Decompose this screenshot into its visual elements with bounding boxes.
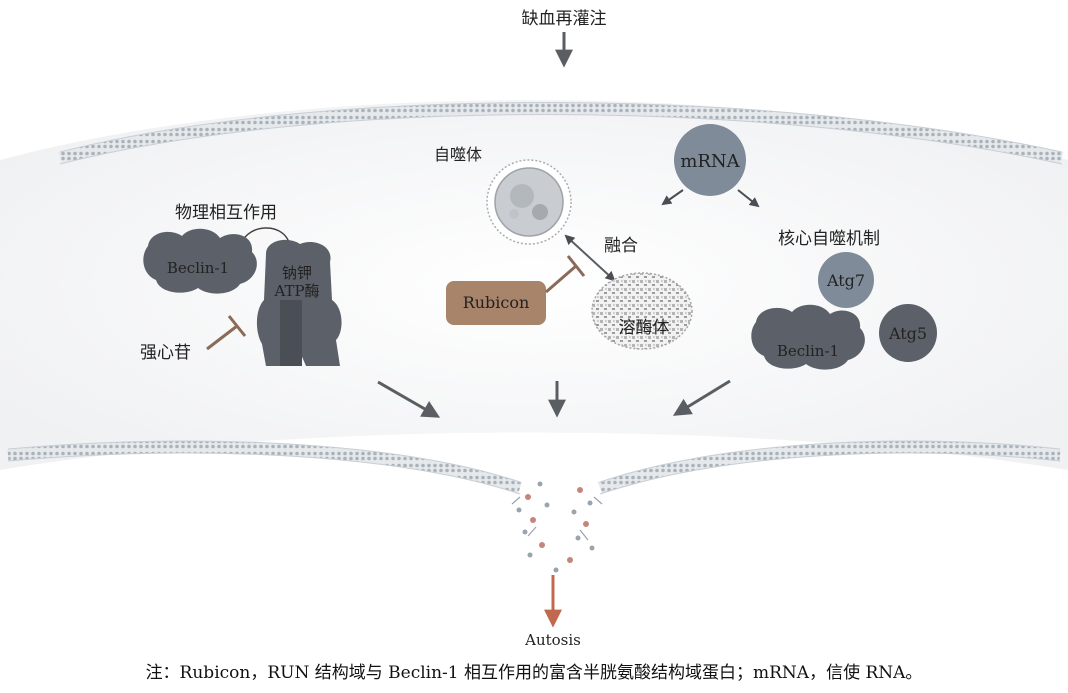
core-machinery-label: 核心自噬机制 (778, 229, 880, 249)
autophagosome (486, 159, 572, 245)
na-k-atpase-label-line2: ATP酶 (273, 282, 319, 300)
atg7-node: Atg7 (818, 252, 874, 308)
autophagosome-label: 自噬体 (434, 145, 482, 164)
glycoside-inhibition-bar (227, 315, 247, 337)
rubicon-label: Rubicon (463, 293, 530, 312)
membrane-pore (511, 481, 603, 573)
atg5-node: Atg5 (879, 304, 937, 362)
mrna-arrow-left (661, 189, 684, 206)
rubicon-inhibition-bar (566, 255, 586, 277)
mrna-label: mRNA (680, 151, 740, 172)
autosis-label: Autosis (524, 631, 581, 649)
lower-membrane-left (7, 441, 522, 494)
beclin1-left-protein: Beclin-1 (143, 228, 257, 294)
beclin1-left-label: Beclin-1 (167, 259, 229, 277)
beclin1-right-protein: Beclin-1 (751, 304, 865, 370)
lower-membrane-right (598, 441, 1061, 494)
arrow-left-converge (377, 380, 441, 418)
figure-caption: 注：Rubicon，RUN 结构域与 Beclin-1 相互作用的富含半胱氨酸结… (145, 663, 923, 683)
mrna-node: mRNA (674, 124, 746, 196)
autosis-pathway-diagram: 缺血再灌注 自噬体 mRNA 物理相互作用 Beclin-1 钠钾 ATP酶 强… (0, 9, 1068, 649)
atg7-label: Atg7 (826, 271, 865, 290)
upper-membrane (58, 102, 1064, 164)
glycoside-inhibition-line (206, 324, 238, 351)
atg5-label: Atg5 (888, 324, 927, 343)
fusion-label: 融合 (604, 236, 638, 256)
na-k-atpase-label-line1: 钠钾 (282, 264, 312, 282)
lysosome-label: 溶酶体 (619, 318, 670, 338)
cardiac-glycoside-label: 强心苷 (140, 343, 191, 363)
rubicon-node: Rubicon (446, 281, 546, 325)
arrow-right-converge (672, 379, 731, 416)
rubicon-inhibition-line (545, 264, 577, 294)
stimulus-label: 缺血再灌注 (522, 9, 607, 29)
beclin1-right-label: Beclin-1 (777, 342, 839, 360)
physical-interaction-label: 物理相互作用 (175, 203, 277, 223)
lysosome: 溶酶体 (591, 272, 693, 350)
na-k-atpase-protein: 钠钾 ATP酶 (256, 239, 342, 366)
fusion-double-arrow (564, 234, 616, 282)
mrna-arrow-right (737, 189, 760, 208)
